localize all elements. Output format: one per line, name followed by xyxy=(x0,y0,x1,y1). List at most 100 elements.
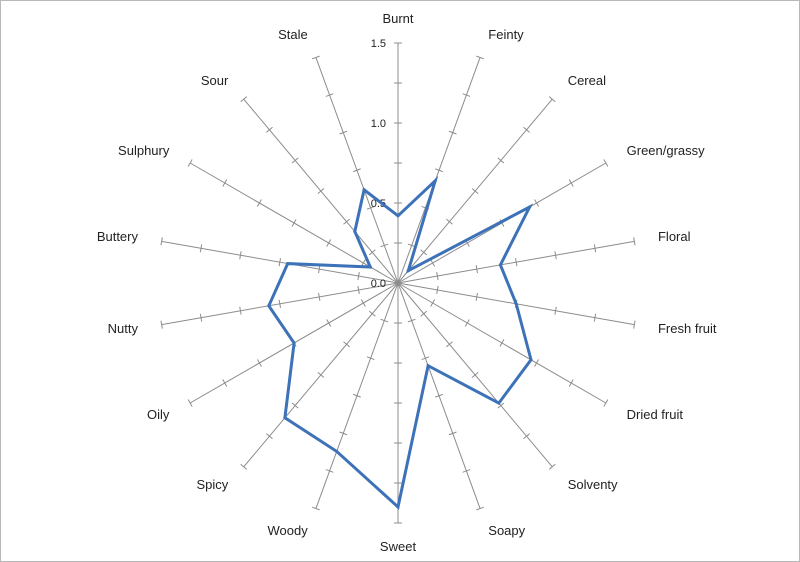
axis-tick xyxy=(368,310,376,317)
axis-tick xyxy=(222,179,228,187)
axis-label-feinty: Feinty xyxy=(488,27,524,42)
data-point-cereal xyxy=(406,269,410,273)
axis-tick xyxy=(311,55,320,60)
axis-tick xyxy=(326,239,332,247)
axis-tick xyxy=(311,506,320,511)
axis-tick xyxy=(325,93,334,97)
axis-tick xyxy=(436,285,439,294)
axis-tick xyxy=(353,168,361,173)
axis-tick xyxy=(199,244,203,253)
axis-tick xyxy=(317,188,325,195)
axis-tick xyxy=(523,433,530,440)
axis-tick xyxy=(471,371,479,378)
axis-label-dried-fruit: Dried fruit xyxy=(627,407,684,422)
data-point-sweet xyxy=(396,505,400,509)
axis-label-sour: Sour xyxy=(201,73,229,88)
axis-tick xyxy=(497,157,505,164)
axis-tick xyxy=(278,299,282,308)
axis-tick xyxy=(436,272,439,281)
axis-label-buttery: Buttery xyxy=(97,229,139,244)
data-point-sour xyxy=(353,230,357,234)
axis-tick xyxy=(343,218,350,225)
axis-label-green-grassy: Green/grassy xyxy=(627,143,706,158)
axis-tick xyxy=(266,126,273,133)
axis-tick xyxy=(464,319,470,327)
data-point-sulphury xyxy=(368,265,372,269)
radial-tick-label: 0.5 xyxy=(371,198,386,210)
axis-label-nutty: Nutty xyxy=(108,321,139,336)
data-point-green-grassy xyxy=(528,205,532,209)
axis-label-sweet: Sweet xyxy=(380,539,417,554)
axis-tick xyxy=(435,393,443,398)
axis-tick xyxy=(523,126,530,133)
data-point-burnt xyxy=(396,214,400,218)
axis-tick xyxy=(420,310,428,317)
axis-tick xyxy=(160,237,163,246)
axis-tick xyxy=(499,339,505,347)
axis-tick xyxy=(633,237,636,246)
axis-tick xyxy=(548,96,556,103)
axis-tick xyxy=(257,359,262,367)
axis-tick xyxy=(368,249,376,256)
axis-label-oily: Oily xyxy=(147,407,170,422)
axis-tick xyxy=(420,249,428,256)
axis-tick xyxy=(435,168,443,173)
axis-tick xyxy=(475,265,478,274)
axis-tick xyxy=(239,306,242,315)
data-point-spicy xyxy=(283,416,287,420)
data-point-soapy xyxy=(426,364,430,368)
axis-label-spicy: Spicy xyxy=(197,477,229,492)
axis-tick xyxy=(593,244,597,253)
axis-tick xyxy=(278,258,282,267)
axis-tick xyxy=(421,356,430,361)
axis-tick xyxy=(357,272,360,281)
axis-tick xyxy=(339,130,348,135)
axis-tick xyxy=(240,463,248,470)
axis-tick xyxy=(554,306,557,315)
axis-tick xyxy=(222,379,228,387)
axis-tick xyxy=(407,318,416,323)
data-point-dried-fruit xyxy=(529,358,533,362)
axis-tick xyxy=(257,199,262,207)
data-point-nutty xyxy=(267,304,271,308)
axis-tick xyxy=(534,359,539,367)
axis-tick xyxy=(239,251,242,260)
radial-tick-label: 0.0 xyxy=(371,278,386,290)
axis-tick xyxy=(593,313,597,322)
axis-tick xyxy=(446,341,453,348)
axis-tick xyxy=(430,259,436,267)
data-point-stale xyxy=(362,188,366,192)
axis-tick xyxy=(446,218,453,225)
axis-label-fresh-fruit: Fresh fruit xyxy=(658,321,717,336)
data-point-floral xyxy=(498,263,502,267)
axis-tick xyxy=(568,379,574,387)
axis-tick xyxy=(476,55,485,60)
axis-tick xyxy=(475,292,478,301)
axis-tick xyxy=(380,318,389,323)
axis-tick xyxy=(448,130,457,135)
data-point-solventy xyxy=(497,401,501,405)
radial-tick-label: 1.5 xyxy=(371,38,386,50)
axis-tick xyxy=(462,469,471,473)
axis-tick xyxy=(240,96,248,103)
axis-tick xyxy=(534,199,539,207)
axis-label-solventy: Solventy xyxy=(568,477,618,492)
axis-tick xyxy=(266,433,273,440)
axis-tick xyxy=(291,157,299,164)
axis-tick xyxy=(317,371,325,378)
axis-label-sulphury: Sulphury xyxy=(118,143,170,158)
series-line xyxy=(267,175,534,510)
data-point-feinty xyxy=(433,179,437,183)
axis-label-stale: Stale xyxy=(278,27,308,42)
data-point-oily xyxy=(292,341,296,345)
axis-tick xyxy=(160,320,163,329)
axis-tick xyxy=(548,463,556,470)
axis-tick xyxy=(291,219,297,227)
axis-label-cereal: Cereal xyxy=(568,73,606,88)
axis-tick xyxy=(448,431,457,436)
axis-tick xyxy=(357,285,360,294)
axis-tick xyxy=(199,313,203,322)
axis-tick xyxy=(366,205,375,210)
